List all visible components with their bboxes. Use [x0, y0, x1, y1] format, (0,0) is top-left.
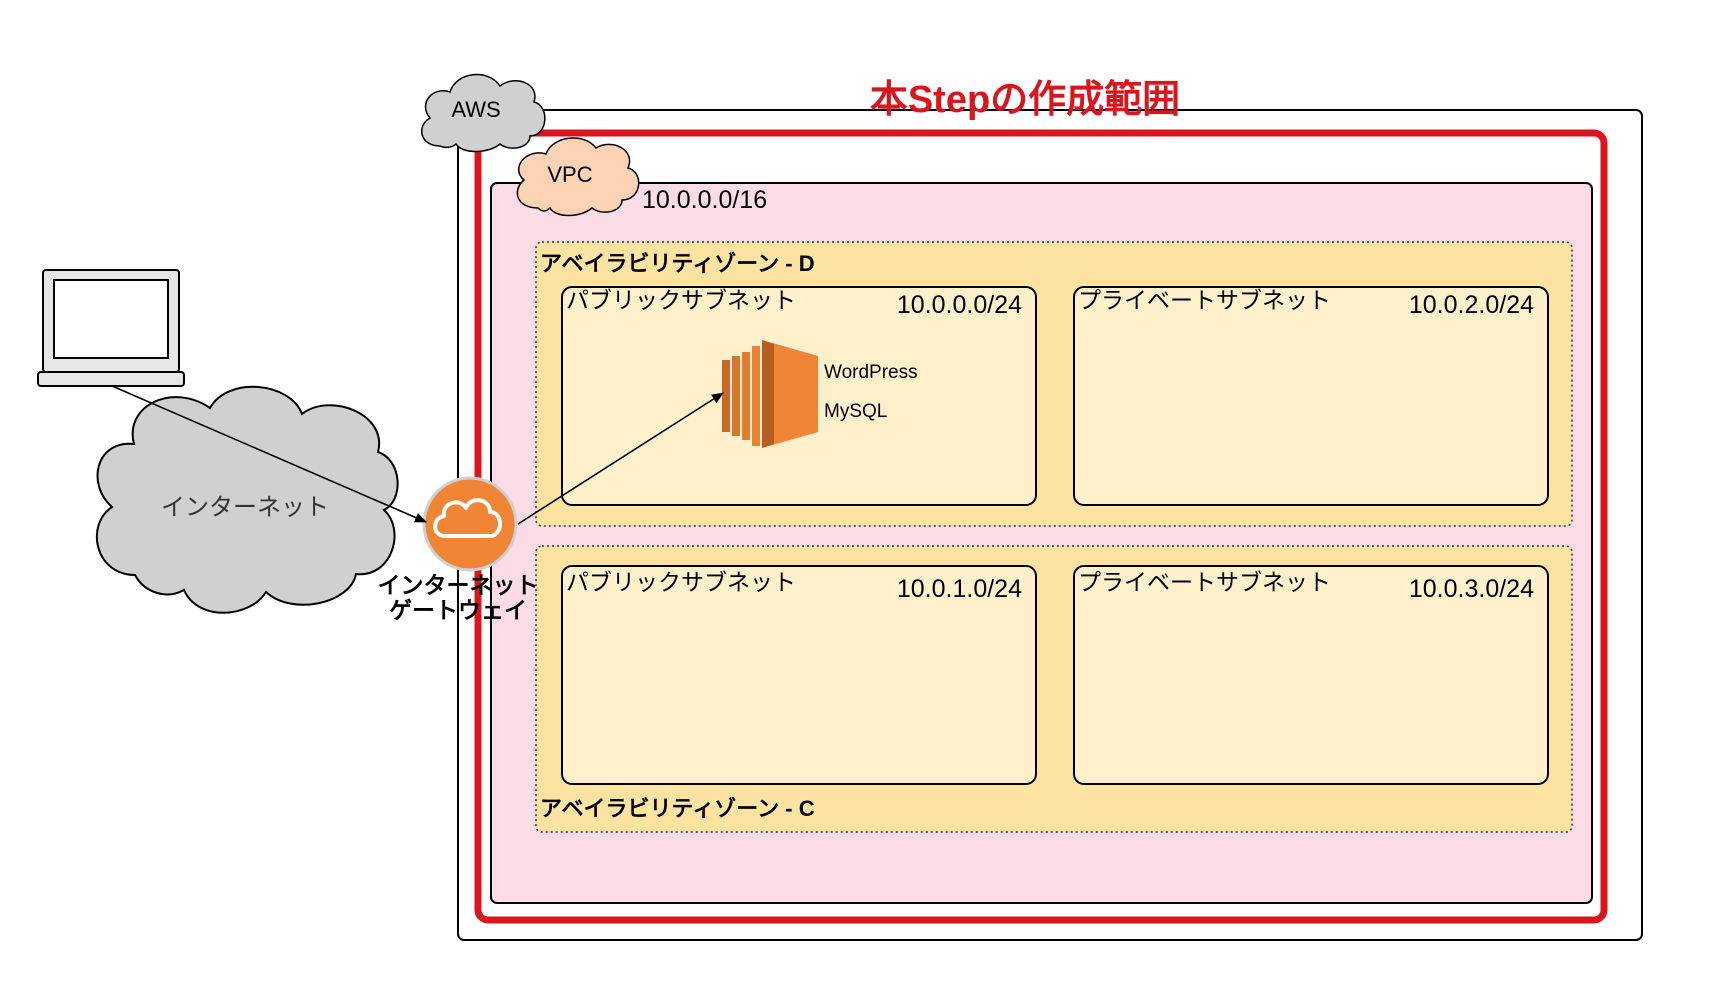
private-subnet-d-cidr: 10.0.2.0/24 [1409, 291, 1534, 319]
availability-zone-c-label: アベイラビリティゾーン - C [540, 796, 815, 821]
private-subnet-c [1073, 565, 1549, 785]
ec2-db-label: MySQL [824, 401, 887, 422]
ec2-app-label: WordPress [824, 362, 918, 383]
laptop-icon [37, 269, 185, 387]
public-subnet-c-cidr: 10.0.1.0/24 [897, 575, 1022, 603]
private-subnet-c-cidr: 10.0.3.0/24 [1409, 575, 1534, 603]
vpc-cidr: 10.0.0.0/16 [642, 186, 767, 214]
private-subnet-d [1073, 286, 1549, 506]
aws-cloud-icon: AWS [420, 73, 546, 153]
public-subnet-d-label: パブリックサブネット [566, 287, 796, 313]
ec2-instance-icon [722, 340, 818, 448]
gateway-label-line2: ゲートウェイ [389, 597, 527, 623]
vpc-cloud-icon: VPC [516, 137, 640, 217]
private-subnet-d-label: プライベートサブネット [1078, 287, 1331, 313]
availability-zone-d-label: アベイラビリティゾーン - D [540, 251, 815, 276]
laptop-to-gateway-arrow [111, 385, 427, 523]
gateway-icon [422, 476, 518, 572]
public-subnet-c [561, 565, 1037, 785]
aws-label: AWS [451, 97, 500, 122]
diagram-title: 本Stepの作成範囲 [870, 79, 1180, 121]
gateway-label-line1: インターネット [378, 572, 539, 598]
vpc-label: VPC [547, 162, 592, 187]
gateway-to-ec2-arrow [517, 392, 724, 525]
internet-label: インターネット [161, 494, 329, 521]
internet-cloud-icon: インターネット [96, 385, 399, 614]
public-subnet-d-cidr: 10.0.0.0/24 [897, 291, 1022, 319]
public-subnet-c-label: パブリックサブネット [566, 569, 796, 595]
private-subnet-c-label: プライベートサブネット [1078, 569, 1331, 595]
